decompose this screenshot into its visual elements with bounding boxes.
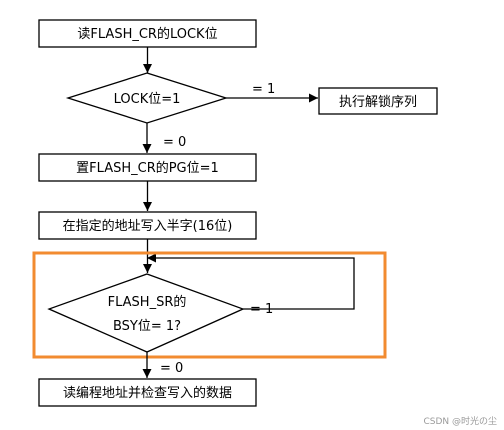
node-write-halfword: 在指定的地址写入半字(16位) (38, 211, 257, 240)
node-read-lock: 读FLASH_CR的LOCK位 (38, 19, 257, 48)
node-lock-decision: LOCK位=1 (65, 72, 229, 124)
edge-bsy-no-label: = 0 (160, 361, 183, 376)
highlight-frame (32, 251, 387, 359)
node-bsy-label-1: FLASH_SR的 (108, 294, 187, 310)
edge-bsy-yes-loop (147, 253, 355, 310)
node-write-halfword-label: 在指定的地址写入半字(16位) (63, 218, 233, 234)
edge-bsy-yes-label: = 1 (250, 302, 273, 317)
node-read-lock-label: 读FLASH_CR的LOCK位 (77, 26, 217, 42)
node-verify-label: 读编程地址并检查写入的数据 (63, 385, 232, 401)
edge-lock-yes-label: = 1 (252, 82, 275, 97)
node-lock-decision-label: LOCK位=1 (114, 92, 181, 107)
watermark: CSDN @时光の尘 (423, 415, 497, 427)
node-unlock-label: 执行解锁序列 (339, 94, 417, 110)
node-bsy-decision: FLASH_SR的 BSY位= 1? (47, 273, 245, 353)
edge-lock-no-label: = 0 (163, 135, 186, 150)
node-set-pg: 置FLASH_CR的PG位=1 (38, 153, 257, 182)
node-set-pg-label: 置FLASH_CR的PG位=1 (76, 160, 219, 176)
node-verify: 读编程地址并检查写入的数据 (38, 378, 257, 407)
node-unlock: 执行解锁序列 (318, 87, 438, 115)
node-bsy-label-2: BSY位= 1? (113, 319, 181, 334)
